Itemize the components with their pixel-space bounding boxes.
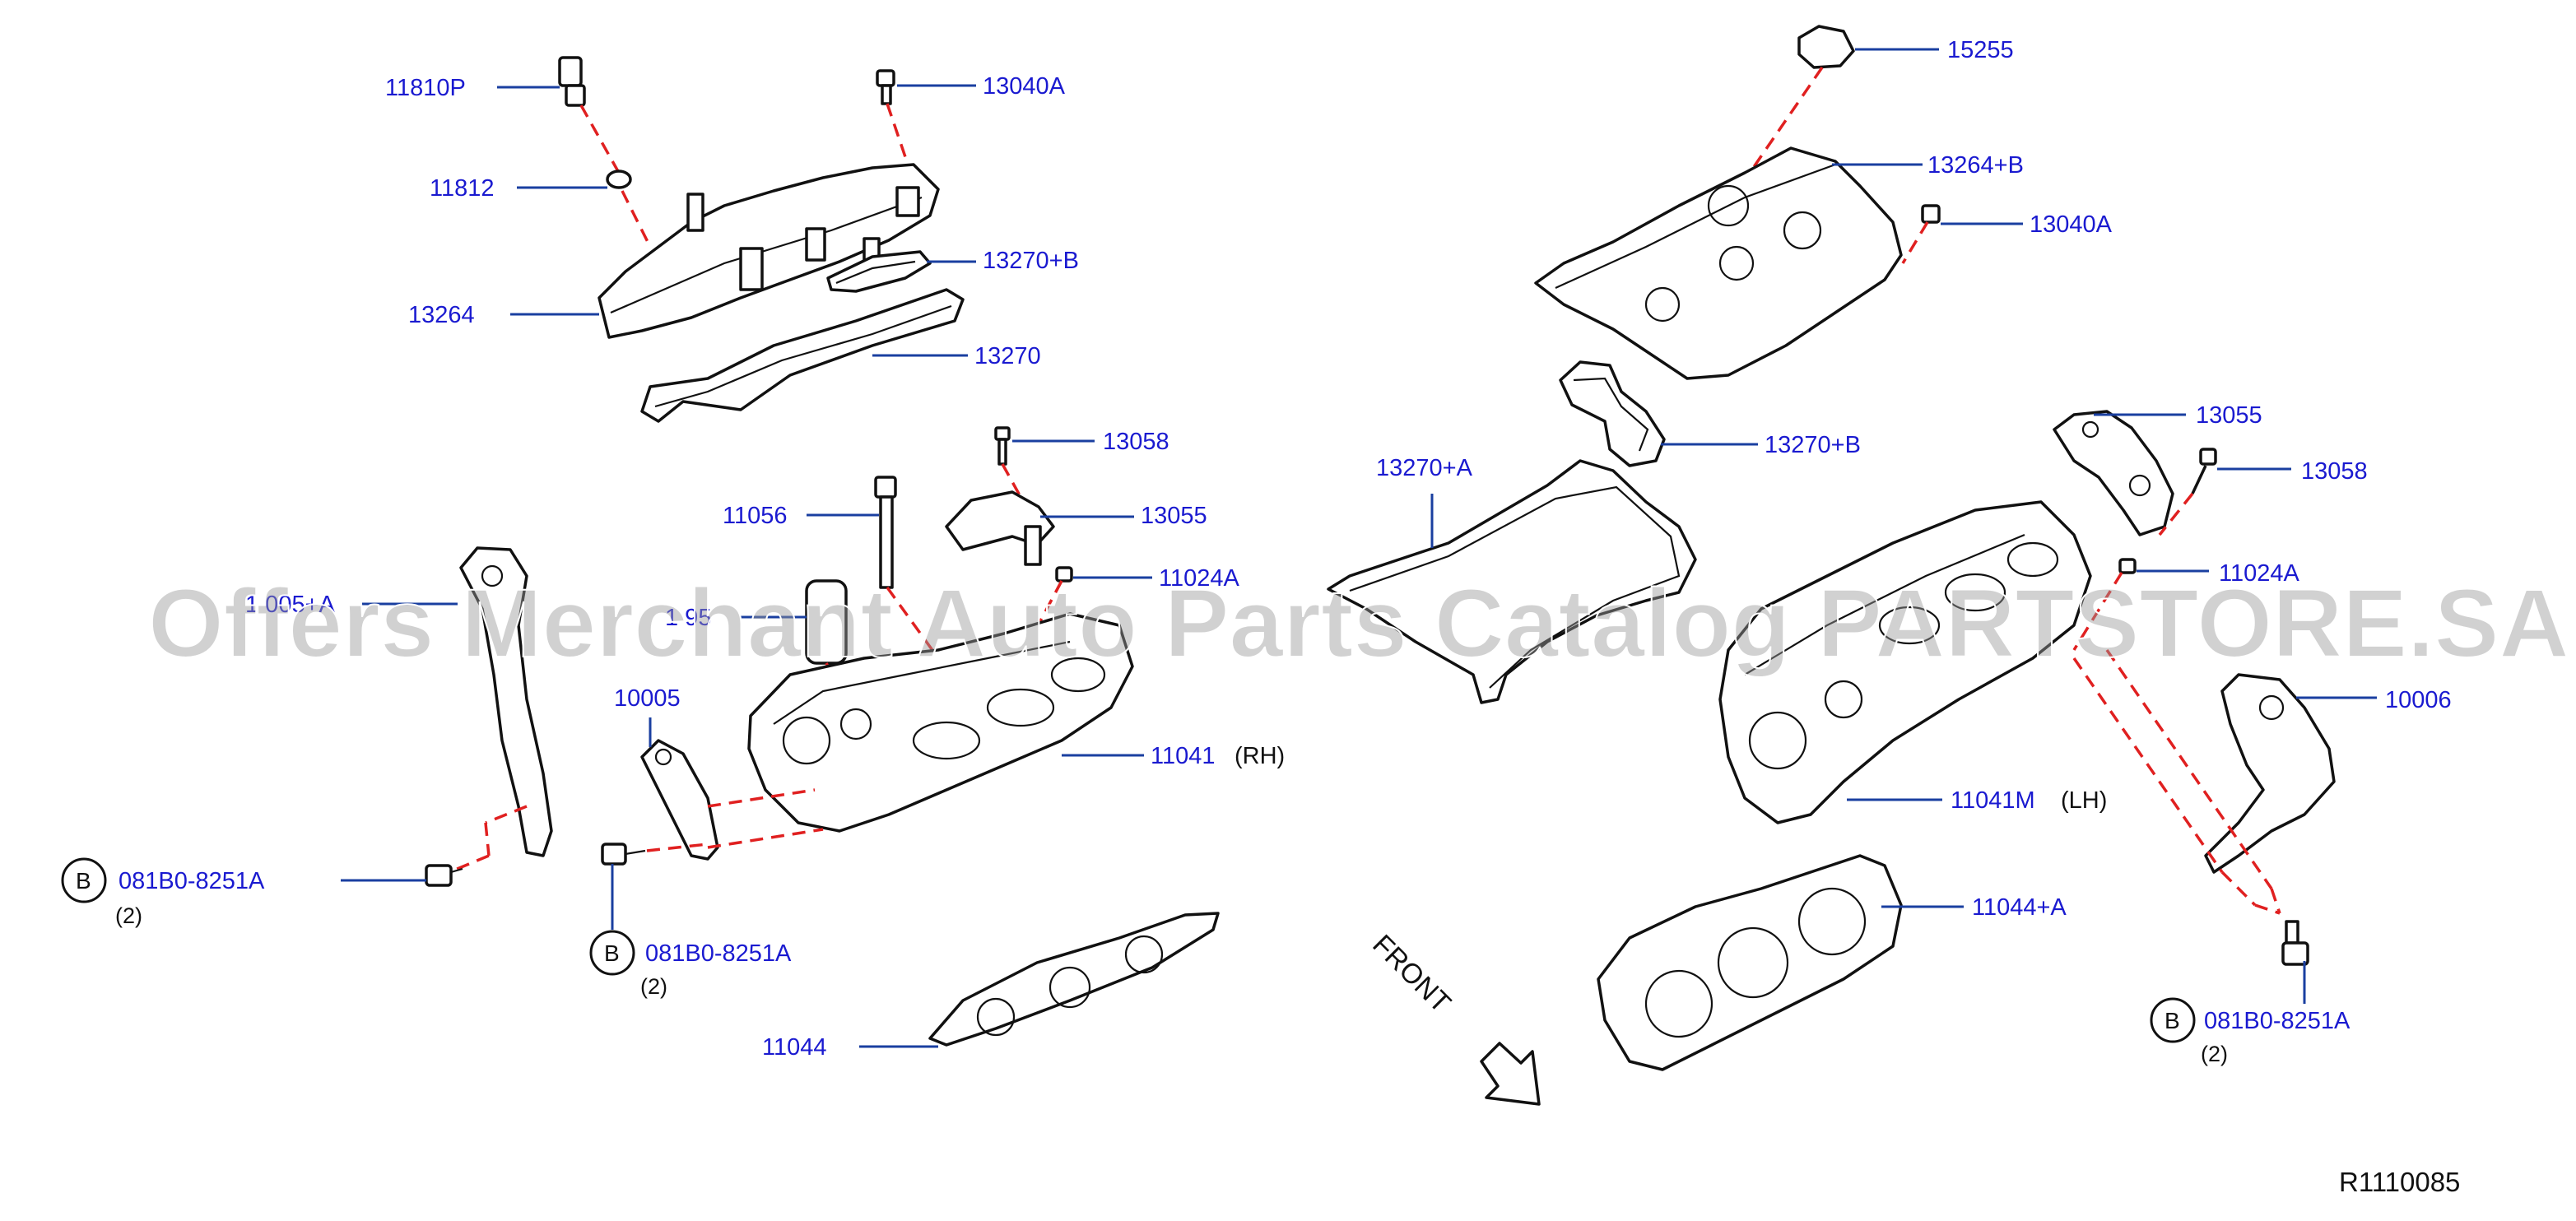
- circle-b-2: B: [589, 930, 635, 976]
- part-label-13270[interactable]: 13270: [974, 343, 1041, 369]
- part-label-081B0-3[interactable]: 081B0-8251A: [2204, 1008, 2350, 1034]
- part-label-1095[interactable]: 1 95: [665, 605, 711, 631]
- part-13264-valve-cover-drawing: [598, 163, 940, 339]
- part-10006-bracket-drawing: [2072, 649, 2336, 915]
- part-11024A-right-drawing: [2072, 558, 2137, 651]
- part-13055-left-drawing: [945, 490, 1055, 566]
- part-11041M-cylinder-head-drawing: [1718, 500, 2092, 824]
- qty-label-1: (2): [115, 903, 142, 928]
- part-label-13058-right[interactable]: 13058: [2301, 458, 2368, 485]
- part-13270B-right-drawing: [1559, 360, 1666, 467]
- part-label-10006[interactable]: 10006: [2385, 687, 2452, 713]
- leader-lines: [341, 48, 2377, 1048]
- part-10005A-bracket-drawing: [449, 546, 553, 874]
- part-11044A-head-gasket-drawing: [1597, 854, 1903, 1071]
- part-label-13270A[interactable]: 13270+A: [1376, 455, 1473, 481]
- part-11056-drawing: [874, 476, 940, 660]
- part-label-11024A-left[interactable]: 11024A: [1159, 565, 1239, 592]
- part-label-13040A-right[interactable]: 13040A: [2030, 211, 2113, 238]
- part-label-13270B-left[interactable]: 13270+B: [983, 248, 1079, 274]
- part-11812-drawing: [606, 169, 652, 248]
- circle-b-2-letter: B: [604, 940, 620, 966]
- part-11041-cylinder-head-drawing: [747, 612, 1134, 833]
- part-label-11810P[interactable]: 11810P: [385, 75, 466, 101]
- part-13055-right-drawing: [2053, 410, 2174, 536]
- part-label-11024A-right[interactable]: 11024A: [2219, 560, 2299, 587]
- part-label-13264[interactable]: 13264: [408, 302, 475, 328]
- side-label-rh: (RH): [1235, 743, 1285, 769]
- part-label-10005[interactable]: 10005: [614, 685, 681, 712]
- part-10005-bracket-drawing: [640, 739, 824, 861]
- part-label-13055-right[interactable]: 13055: [2196, 402, 2262, 429]
- circle-b-3: B: [2150, 997, 2196, 1043]
- part-081B0-bolt-2-drawing: [601, 843, 646, 866]
- circle-b-1-letter: B: [76, 868, 91, 894]
- qty-label-2: (2): [640, 974, 667, 999]
- part-label-10005A[interactable]: 1 005+A: [245, 592, 336, 618]
- part-13040A-right-drawing: [1901, 204, 1941, 264]
- part-label-11044[interactable]: 11044: [762, 1034, 827, 1061]
- part-label-13055-left[interactable]: 13055: [1141, 503, 1207, 529]
- watermark-text: Offers Merchant Auto Parts Catalog PARTS…: [148, 569, 2569, 678]
- part-label-11041[interactable]: 11041: [1151, 743, 1216, 769]
- front-label: FRONT: [1366, 929, 1457, 1019]
- part-label-13264B[interactable]: 13264+B: [1927, 152, 2024, 179]
- part-label-15255[interactable]: 15255: [1947, 37, 2014, 63]
- part-label-13058-left[interactable]: 13058: [1103, 429, 1169, 455]
- part-label-081B0-2[interactable]: 081B0-8251A: [645, 940, 792, 967]
- qty-label-3: (2): [2201, 1042, 2228, 1066]
- part-label-11041M[interactable]: 11041M: [1951, 787, 2035, 814]
- part-11810P-drawing: [558, 56, 621, 174]
- part-13058-right-drawing: [2158, 448, 2217, 536]
- part-13270B-left-drawing: [826, 250, 932, 293]
- diagram-reference-code: R1110085: [2339, 1167, 2460, 1197]
- side-label-lh: (LH): [2061, 787, 2107, 814]
- part-label-13270B-right[interactable]: 13270+B: [1765, 432, 1861, 458]
- part-13270-gasket-drawing: [640, 288, 965, 423]
- part-13264B-valve-cover-drawing: [1534, 146, 1903, 380]
- part-13058-left-drawing: [994, 426, 1039, 527]
- part-081B0-bolt-1-drawing: [425, 864, 463, 887]
- part-label-13040A-left[interactable]: 13040A: [983, 73, 1066, 100]
- part-label-11812[interactable]: 11812: [430, 175, 495, 202]
- front-arrow-icon: [1480, 1042, 1541, 1106]
- part-081B0-bolt-3-drawing: [2281, 920, 2309, 966]
- part-label-081B0-1[interactable]: 081B0-8251A: [119, 868, 265, 894]
- part-13270A-gasket-drawing: [1327, 459, 1697, 704]
- part-label-11044A[interactable]: 11044+A: [1972, 894, 2067, 921]
- circle-b-1: B: [61, 857, 107, 903]
- part-label-11056[interactable]: 11056: [723, 503, 788, 529]
- circle-b-3-letter: B: [2164, 1008, 2180, 1033]
- part-11044-head-gasket-drawing: [928, 912, 1220, 1047]
